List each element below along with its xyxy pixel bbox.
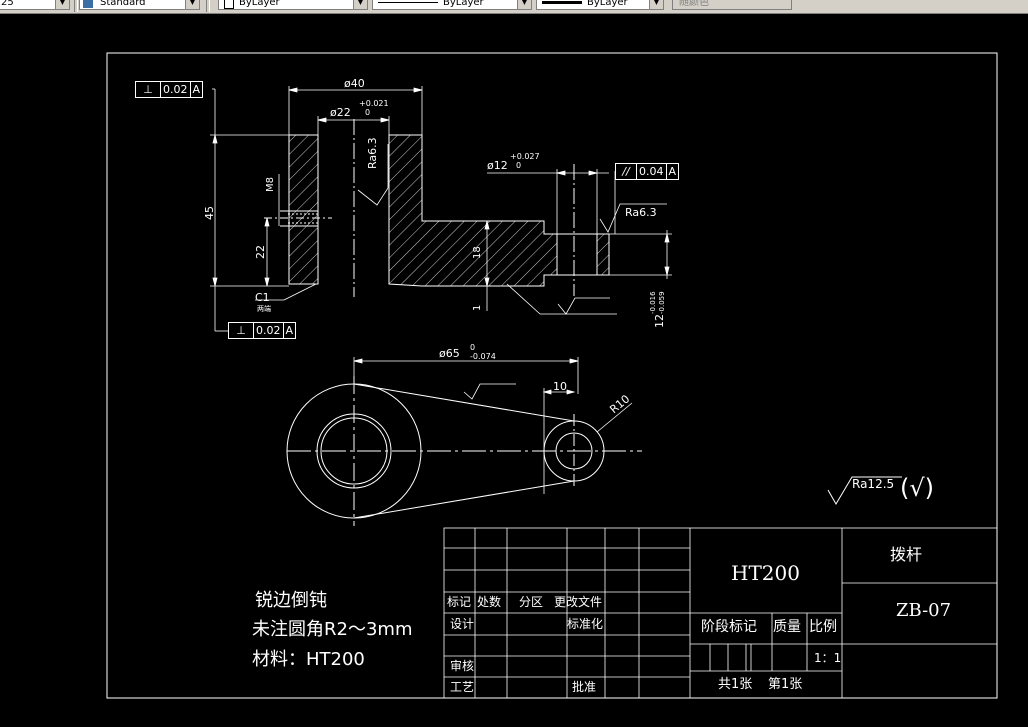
note-fillet: 未注圆角R2～3mm	[252, 619, 413, 640]
tb-label-mark: 标记	[447, 595, 472, 609]
dim-1: 1	[472, 304, 483, 311]
dim-ra-bore: Ra6.3	[366, 137, 379, 169]
linetype-preview-icon	[378, 2, 438, 3]
dim-d22: ø22	[330, 106, 351, 119]
cad-drawing	[106, 52, 998, 699]
dim-d12-tol0: 0	[516, 161, 522, 170]
gdt-datum: A	[668, 165, 677, 178]
tb-label-count: 处数	[477, 595, 502, 609]
tb-label-design: 设计	[450, 617, 475, 631]
perpendicular-icon: ⊥	[136, 82, 161, 97]
dim-d65-tol0: 0	[470, 343, 476, 352]
dim-c1: C1	[255, 291, 270, 304]
chevron-down-icon: ▼	[517, 0, 531, 9]
dim-m8: M8	[265, 177, 276, 192]
dim-d12: ø12	[487, 159, 508, 172]
lineweight-dropdown[interactable]: ByLayer▼	[536, 0, 664, 10]
tb-material: HT200	[731, 561, 800, 585]
dim-22: 22	[254, 245, 267, 259]
color-dropdown[interactable]: ByLayer▼	[218, 0, 368, 10]
dim-10: 10	[553, 380, 567, 393]
chevron-down-icon: ▼	[649, 0, 663, 9]
chevron-down-icon: ▼	[353, 0, 367, 9]
hatch-body	[388, 134, 558, 287]
hatch-slot-end	[596, 233, 610, 276]
roughness-symbol	[827, 476, 902, 505]
tb-label-scale: 比例	[809, 619, 837, 635]
dim-d22-tol0: 0	[365, 108, 371, 117]
dim-ra-slot: Ra6.3	[625, 206, 657, 219]
dim-d65: ø65	[439, 347, 460, 360]
sheet-border	[106, 52, 998, 699]
tb-label-approve: 批准	[572, 680, 597, 694]
title-block-lines	[443, 527, 998, 699]
properties-toolbar: 25▼ Standard▼ ByLayer▼ ByLayer▼ ByLayer▼…	[0, 0, 1028, 14]
dim-w12-tol-up: -0.016	[649, 291, 657, 314]
gdt-frame-slot: // 0.04 A	[615, 163, 680, 180]
tb-label-check: 审核	[450, 659, 475, 673]
linetype-dropdown[interactable]: ByLayer▼	[372, 0, 532, 10]
gdt-datum: A	[285, 324, 294, 337]
hatch-left-wall	[288, 134, 319, 285]
toolbar-separator	[74, 0, 78, 12]
roughness-note: (√)	[900, 474, 935, 502]
note-material: 材料：HT200	[252, 649, 365, 670]
drawing-canvas[interactable]: ⊥ 0.02 A // 0.04 A ⊥ 0.02 A ø40 ø22 +0.0…	[22, 14, 1028, 727]
tb-part-name: 拨杆	[890, 545, 923, 564]
gdt-tolerance: 0.04	[637, 164, 667, 179]
tb-label-process: 工艺	[450, 680, 475, 694]
dim-d12-tol: +0.027	[510, 152, 540, 161]
dim-c1-note: 两端	[257, 305, 271, 313]
textstyle-dropdown[interactable]: Standard▼	[79, 0, 200, 10]
top-dimensions	[353, 357, 633, 494]
dim-w12: 12	[653, 314, 666, 328]
dim-d40: ø40	[344, 77, 365, 90]
tb-drawing-no: ZB-07	[896, 600, 952, 621]
tb-label-standardize: 标准化	[567, 617, 604, 631]
toolbar-separator	[206, 0, 210, 12]
dim-w12-tol-lo: -0.059	[658, 291, 666, 314]
dim-d22-tol: +0.021	[359, 99, 389, 108]
textstyle-icon	[83, 0, 93, 8]
roughness-value: Ra12.5	[852, 477, 895, 491]
top-view	[286, 376, 642, 526]
tb-label-weight: 质量	[773, 619, 801, 635]
tb-sheet-no: 第1张	[768, 677, 803, 692]
front-dimensions	[210, 86, 672, 332]
gdt-tolerance: 0.02	[254, 323, 284, 338]
plotstyle-dropdown[interactable]: 随颜色	[672, 0, 792, 10]
tb-sheets: 共1张	[718, 677, 753, 692]
perpendicular-icon: ⊥	[229, 323, 254, 338]
lineweight-preview-icon	[542, 1, 582, 4]
chevron-down-icon: ▼	[185, 0, 199, 9]
tb-label-change-doc: 更改文件	[554, 595, 603, 609]
dimstyle-dropdown[interactable]: 25▼	[0, 0, 70, 10]
parallel-icon: //	[616, 164, 637, 179]
color-swatch-icon	[224, 0, 234, 9]
dim-45: 45	[203, 206, 216, 220]
front-view	[264, 119, 610, 297]
gdt-frame-top: ⊥ 0.02 A	[135, 81, 204, 98]
tb-label-zone: 分区	[519, 595, 544, 609]
dim-18: 18	[472, 246, 483, 259]
gdt-tolerance: 0.02	[161, 82, 191, 97]
dim-d65-tol: -0.074	[470, 352, 496, 361]
gdt-datum: A	[192, 83, 201, 96]
tb-scale-value: 1：1	[814, 651, 842, 665]
chevron-down-icon: ▼	[55, 0, 69, 9]
note-deburr: 锐边倒钝	[255, 590, 327, 611]
gdt-frame-bottom: ⊥ 0.02 A	[228, 322, 297, 339]
tb-label-stage-mark: 阶段标记	[701, 619, 757, 635]
